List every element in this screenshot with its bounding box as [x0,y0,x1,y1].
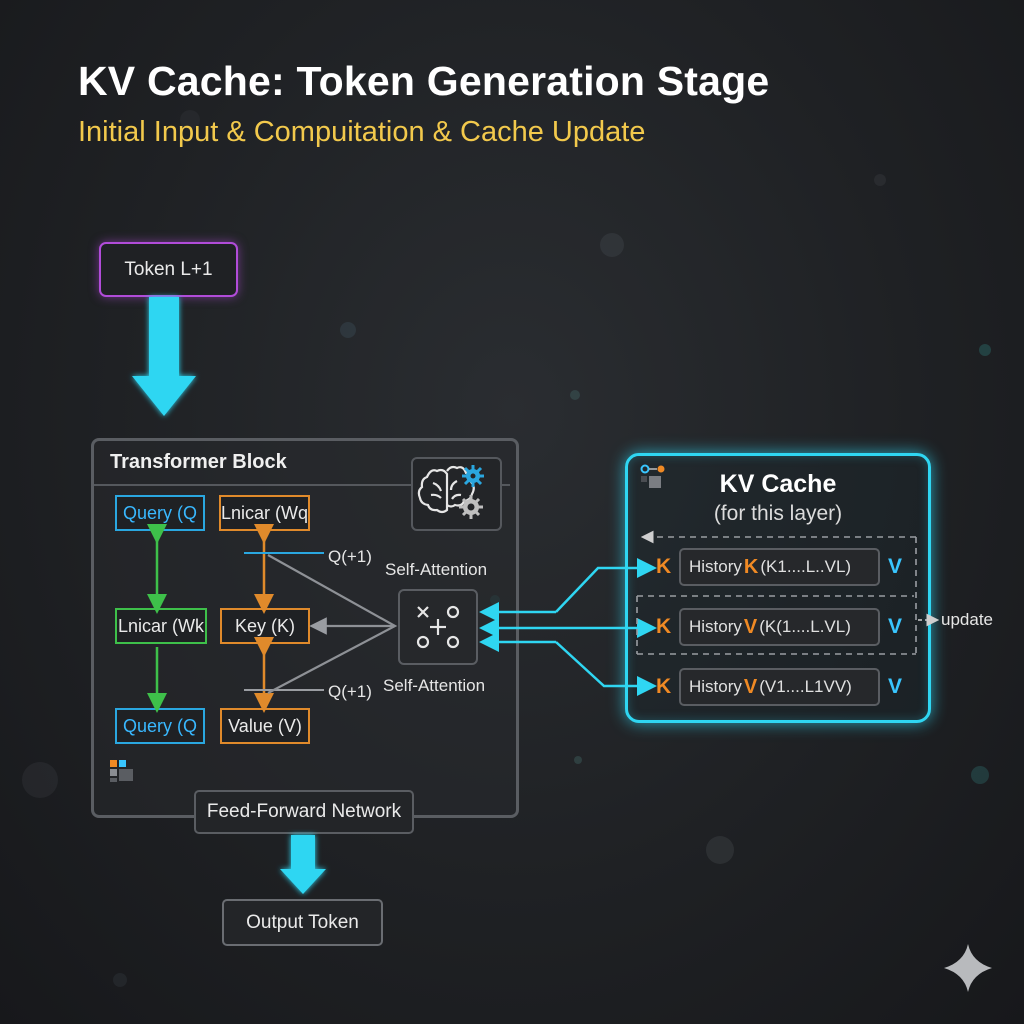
kv-row-2-letter: V [743,615,758,638]
query-node-bottom: Query (Q [115,708,205,744]
kv-row-3-k: K [656,675,672,698]
kv-row-3-range: (V1....L1VV) [759,677,852,696]
self-attention-label-top: Self-Attention [385,560,488,579]
kv-row-2-v: V [888,615,903,638]
transformer-block-divider [94,484,510,486]
kv-row-1-letter: K [743,555,759,578]
kv-row-1-v: V [888,555,903,578]
query-node-top: Query (Q [115,495,205,531]
kv-cache-subtitle: (for this layer) [713,502,843,525]
input-down-arrow [132,297,196,416]
kv-row-3-letter: V [743,675,758,698]
kv-row-1-prefix: History [689,557,742,576]
sparkle-icon [944,944,992,992]
kv-row-2-k: K [656,615,672,638]
kv-row-3-history: History V (V1....L1VV) [679,668,880,706]
output-down-arrow [280,835,326,894]
kv-row-1-range: (K1....L..VL) [760,557,852,576]
brain-gear-icon [411,457,502,531]
cache-grid-icon [639,463,669,493]
output-token-box: Output Token [222,899,383,946]
kv-row-3-v: V [888,675,903,698]
value-node: Value (V) [220,708,310,744]
kv-row-3-prefix: History [689,677,742,696]
kv-cache-title: KV Cache [719,470,837,498]
page-title: KV Cache: Token Generation Stage [78,58,770,104]
attention-grid-icon [398,589,478,665]
self-attention-label-bottom: Self-Attention [383,676,486,695]
update-label: update [941,610,993,629]
q-label-bottom: Q(+1) [328,682,372,701]
kv-row-1-k: K [656,555,672,578]
cache-grid-icon-small [108,758,136,784]
ffn-box: Feed-Forward Network [194,790,414,834]
kv-row-1-history: History K (K1....L..VL) [679,548,880,586]
kv-row-2-history: History V (K(1....L.VL) [679,608,880,646]
input-token-box: Token L+1 [99,242,238,297]
transformer-block-title: Transformer Block [110,451,287,473]
kv-row-2-range: (K(1....L.VL) [759,617,851,636]
q-label-top: Q(+1) [328,547,372,566]
kv-row-2-prefix: History [689,617,742,636]
page-subtitle: Initial Input & Compuitation & Cache Upd… [78,116,646,148]
